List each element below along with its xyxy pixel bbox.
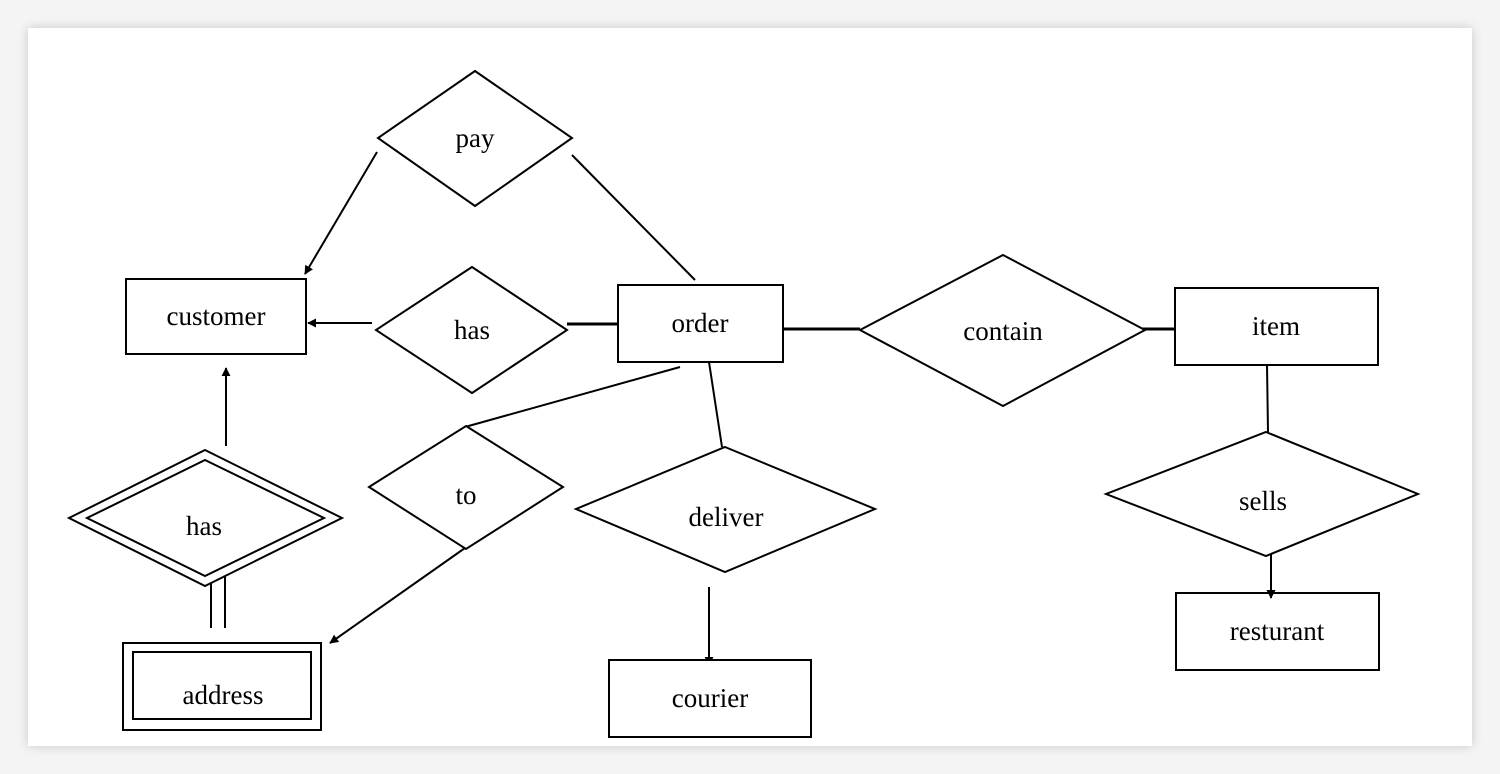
edge-item-sells: [1266, 364, 1269, 433]
edge-order-to: [464, 366, 681, 428]
entity-item-label: item: [1252, 311, 1300, 341]
relationship-sells[interactable]: sells: [1103, 430, 1421, 558]
edge-to-address: [329, 547, 466, 644]
relationship-has-weak[interactable]: has: [66, 448, 345, 588]
relationship-has-weak-label: has: [186, 511, 222, 541]
relationship-contain-label: contain: [963, 316, 1043, 346]
entity-resturant[interactable]: resturant: [1175, 592, 1380, 671]
relationship-deliver[interactable]: deliver: [573, 445, 878, 574]
relationship-to[interactable]: to: [367, 424, 565, 551]
edge-pay-customer: [304, 151, 378, 275]
entity-order[interactable]: order: [617, 284, 784, 363]
entity-resturant-label: resturant: [1230, 616, 1325, 646]
edge-pay-order: [571, 154, 696, 281]
edge-order-deliver: [708, 361, 723, 448]
entity-courier-label: courier: [672, 683, 748, 713]
entity-customer-label: customer: [167, 301, 266, 331]
relationship-pay-label: pay: [456, 123, 495, 153]
entity-order-label: order: [672, 308, 729, 338]
entity-courier[interactable]: courier: [608, 659, 812, 738]
relationship-pay[interactable]: pay: [376, 69, 574, 208]
relationship-contain[interactable]: contain: [857, 253, 1148, 408]
relationship-deliver-label: deliver: [689, 502, 764, 532]
relationship-has-customer-order[interactable]: has: [374, 265, 569, 395]
entity-address-label: address: [183, 680, 264, 710]
entity-customer[interactable]: customer: [125, 278, 307, 355]
entity-item[interactable]: item: [1174, 287, 1379, 366]
entity-address[interactable]: address: [122, 642, 322, 731]
relationship-has-label: has: [454, 315, 490, 345]
edges: [210, 151, 1276, 666]
relationship-sells-label: sells: [1239, 486, 1287, 516]
relationship-to-label: to: [455, 480, 476, 510]
